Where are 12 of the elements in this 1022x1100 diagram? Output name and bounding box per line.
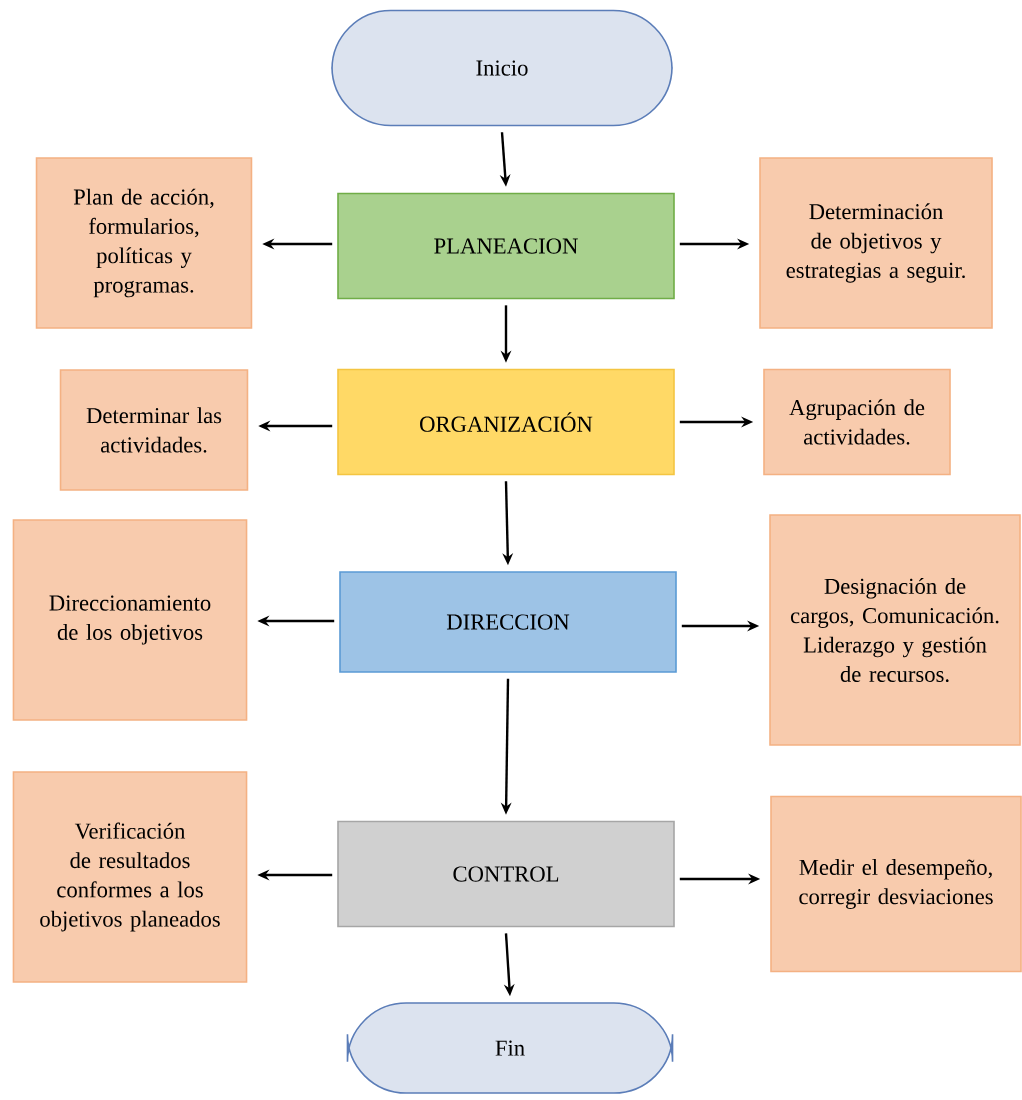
process-box: CONTROL (337, 820, 675, 928)
process-box: DIRECCION (339, 571, 677, 673)
note-box: Direccionamiento de los objetivos (12, 519, 248, 721)
note-box: Plan de acción, formularios, políticas y programas. (35, 157, 253, 329)
process-box: ORGANIZACIÓN (337, 368, 675, 476)
note-box: Agrupación de actividades. (763, 368, 951, 476)
process-box: PLANEACION (337, 192, 675, 300)
note-box: Verificación de resultados conformes a los objetivos planeados (12, 771, 248, 983)
note-box: Medir el desempeño, corregir desviaciones (770, 795, 1022, 973)
note-box: Designación de cargos, Comunicación. Liderazgo y gestión de recursos. (769, 514, 1021, 746)
note-box: Determinación de objetivos y estrategias a seguir. (759, 157, 993, 329)
note-box: Determinar las actividades. (59, 369, 249, 491)
